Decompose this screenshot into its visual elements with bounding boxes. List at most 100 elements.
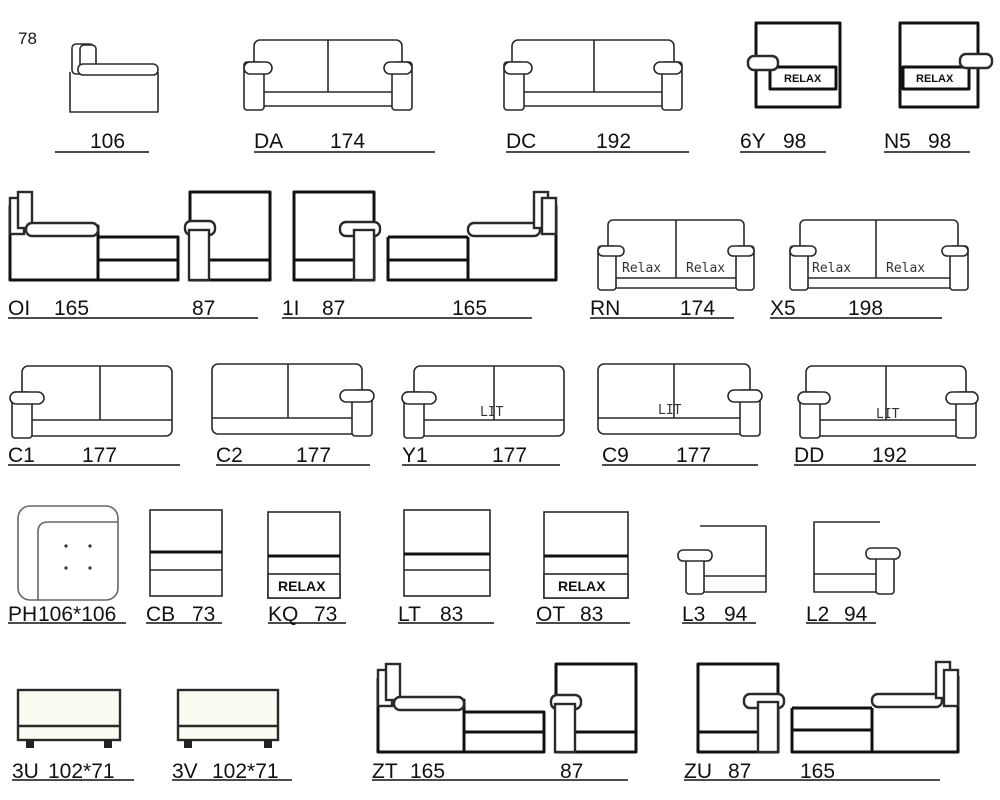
item-3u-102x71: 3U 102*71 [12, 688, 134, 783]
relax-chair-icon: RELAX [746, 21, 842, 109]
item-size: 98 [928, 130, 951, 153]
item-code: L2 [806, 603, 829, 626]
item-dc-192: DC 192 [503, 39, 689, 153]
item-size: 102*71 [48, 760, 115, 783]
item-code: KQ [268, 603, 298, 626]
item-code: DD [794, 444, 824, 467]
item-armchair-106: 106 [55, 43, 159, 153]
item-size: 165 [54, 297, 89, 320]
armchair-recliner-icon [69, 43, 159, 113]
relax-label: RELAX [784, 73, 822, 85]
item-rn-174: Relax Relax RN 174 [590, 219, 755, 320]
item-size: 94 [844, 603, 868, 626]
item-zu-87-165: ZU 87 165 [684, 660, 960, 783]
chaise-right-icon [813, 521, 901, 595]
sofa-bed-two-arm-icon: LIT [797, 365, 979, 439]
item-code: N5 [884, 130, 911, 153]
corner-right-combo-icon [292, 190, 558, 282]
item-code: OT [536, 603, 565, 626]
relax-label: RELAX [558, 578, 606, 594]
item-cb-73: CB 73 [146, 509, 223, 626]
item-size: 98 [783, 130, 806, 153]
item-code: Y1 [402, 444, 428, 467]
item-oi-165-87: OI 165 87 [8, 190, 272, 320]
relax-label: Relax [886, 261, 925, 276]
lit-label: LIT [876, 407, 900, 422]
sofa-2-seat-icon [503, 39, 683, 111]
item-code: CB [146, 603, 175, 626]
relax-label: Relax [686, 261, 725, 276]
item-code: 1I [282, 297, 300, 320]
item-code: ZU [684, 760, 712, 783]
item-size: 106*106 [38, 603, 116, 626]
item-size: 177 [492, 444, 527, 467]
item-n5-98: RELAX N5 98 [884, 21, 994, 153]
item-size: 192 [872, 444, 907, 467]
item-code: ZT [372, 760, 398, 783]
lit-label: LIT [658, 403, 682, 418]
item-x5-198: Relax Relax X5 198 [770, 219, 969, 320]
item-code: C9 [602, 444, 629, 467]
item-size: 198 [848, 297, 883, 320]
item-code: 3V [172, 760, 198, 783]
item-1i-87-165: 1I 87 165 [282, 190, 558, 320]
pouf-icon [16, 688, 122, 748]
item-c2-177: C2 177 [211, 363, 375, 467]
item-y1-177: LIT Y1 177 [401, 365, 565, 467]
sofa-bed-left-arm-icon: LIT [401, 365, 565, 439]
item-code: 6Y [740, 130, 766, 153]
item-size: 102*71 [212, 760, 279, 783]
item-da-174: DA 174 [243, 39, 435, 153]
page-number: 78 [18, 29, 37, 48]
item-size: 83 [580, 603, 603, 626]
module-relax-icon: RELAX [543, 511, 629, 599]
item-code: C1 [8, 444, 35, 467]
sofa-relax-icon: Relax Relax [789, 219, 969, 291]
relax-label: Relax [622, 261, 661, 276]
item-c1-177: C1 177 [8, 365, 180, 467]
item-code: DA [254, 130, 283, 153]
item-3v-102x71: 3V 102*71 [172, 688, 292, 783]
item-code: DC [506, 130, 536, 153]
item-code: LT [398, 603, 421, 626]
item-size: 106 [90, 130, 125, 153]
item-code: RN [590, 297, 620, 320]
item-l3-94: L3 94 [677, 525, 767, 626]
item-c9-177: LIT C9 177 [597, 363, 763, 467]
item-size-2: 87 [192, 297, 215, 320]
relax-label: RELAX [916, 73, 954, 85]
item-size-2: 165 [452, 297, 487, 320]
corner-seat-icon [17, 505, 119, 601]
item-code: C2 [216, 444, 243, 467]
item-size: 87 [728, 760, 751, 783]
item-ot-83: RELAX OT 83 [536, 511, 630, 626]
item-size-2: 87 [560, 760, 583, 783]
item-6y-98: RELAX 6Y 98 [740, 21, 842, 153]
corner-left-combo-icon [8, 190, 272, 282]
lit-label: LIT [480, 405, 504, 420]
module-icon [403, 509, 491, 597]
item-zt-165-87: ZT 165 87 [372, 662, 638, 783]
item-size: 87 [322, 297, 345, 320]
item-size: 94 [724, 603, 748, 626]
item-dd-192: LIT DD 192 [794, 365, 979, 467]
item-kq-73: RELAX KQ 73 [267, 511, 346, 626]
item-code: OI [8, 297, 30, 320]
item-size: 177 [296, 444, 331, 467]
relax-chair-icon: RELAX [898, 21, 994, 109]
item-size: 165 [410, 760, 445, 783]
relax-label: RELAX [278, 578, 326, 594]
item-size-2: 165 [800, 760, 835, 783]
item-lt-83: LT 83 [398, 509, 494, 626]
item-l2-94: L2 94 [806, 521, 901, 626]
item-size: 73 [314, 603, 337, 626]
corner-left-combo-icon [376, 662, 638, 754]
item-code: 3U [12, 760, 39, 783]
item-size: 192 [596, 130, 631, 153]
sofa-right-arm-icon [211, 363, 375, 437]
item-size: 174 [330, 130, 365, 153]
item-code: PH [8, 603, 37, 626]
relax-label: Relax [812, 261, 851, 276]
pouf-icon [176, 688, 280, 748]
